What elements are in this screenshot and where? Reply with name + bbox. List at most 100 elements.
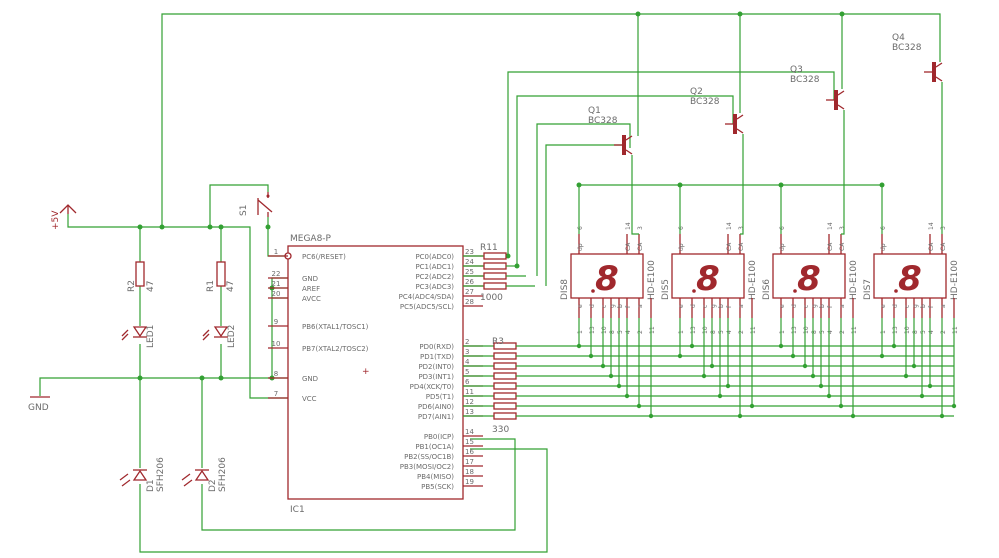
ic-pin-number-label: 19: [465, 478, 474, 486]
display-bottom-label: e: [779, 304, 786, 308]
display-bottom-label: c: [904, 305, 911, 308]
ic-pin-number-label: 6: [465, 378, 470, 386]
ic-pin-name: GND: [302, 375, 318, 383]
ic-pin-name: AREF: [302, 285, 320, 293]
transistor-name: Q1: [588, 106, 601, 116]
sensor-d2: D2 SFH206: [181, 457, 228, 492]
ic-pin-name: PC3(ADC3): [415, 283, 454, 291]
ic-pin-2: PD0(RXD)2: [419, 338, 483, 351]
transistor-name: Q2: [690, 87, 703, 97]
microcontroller-ic1: MEGA8-P IC1 + 1PC6(/RESET)22GND21AREF20A…: [268, 234, 483, 515]
ic-pin-name: PB7(XTAL2/TOSC2): [302, 345, 369, 353]
display-top-pin: 6: [880, 226, 887, 230]
display-bottom-pin: 1: [880, 330, 887, 334]
display-bottom-pin: 2: [738, 330, 745, 334]
ic-right-pins: PC0(ADC0)23PC1(ADC1)24PC2(ADC2)25PC3(ADC…: [399, 248, 483, 491]
resistor-array-r11: R11 1000: [463, 243, 535, 303]
svg-text:D2: D2: [208, 479, 218, 492]
display-top-pin: 3: [637, 226, 644, 230]
ic-pin-name: PB5(SCK): [421, 483, 454, 491]
ic-pin-number-label: 12: [465, 398, 474, 406]
r3-element: [463, 352, 517, 360]
ic-pin-number-label: 17: [465, 458, 474, 466]
r11-element: [463, 282, 535, 290]
svg-text:SFH206: SFH206: [156, 457, 166, 492]
ic-pin-number-label: 16: [465, 448, 474, 456]
display-bottom-label: b: [617, 304, 624, 308]
ic-pin-14: PB0(ICP)14: [424, 428, 483, 441]
display-bottom-label: g: [710, 304, 717, 308]
display-bottom-pin: 11: [851, 326, 858, 334]
display-bottom-pin: 2: [637, 330, 644, 334]
display-bottom-label: e: [880, 304, 887, 308]
svg-text:MEGA8-P: MEGA8-P: [290, 234, 332, 244]
ic-pin-name: PD4(XCK/T0): [410, 383, 455, 391]
ic-pin-number-label: 18: [465, 468, 474, 476]
svg-text:R3: R3: [492, 337, 504, 347]
ic-pin-name: PB0(ICP): [424, 433, 454, 441]
display-top-pin: 3: [839, 226, 846, 230]
ic-pin-number-label: 15: [465, 438, 474, 446]
display-bottom-pin: 8: [811, 330, 818, 334]
ic-pin-name: PB2(SS/OC1B): [404, 453, 454, 461]
display-bottom-label: c: [702, 305, 709, 308]
display-bottom-pin: 4: [726, 330, 733, 334]
display-bottom-pin: 1: [678, 330, 685, 334]
wires-static: [39, 13, 941, 553]
display-bottom-pin: 10: [803, 326, 810, 334]
display-bottom-label: c: [803, 305, 810, 308]
display-bottom-pin: 4: [928, 330, 935, 334]
display-bottom-pin: 4: [625, 330, 632, 334]
transistor-part: BC328: [892, 43, 922, 53]
display-top-pin: 6: [678, 226, 685, 230]
display-bottom-label: f: [726, 305, 733, 308]
display-top-label: CA: [928, 242, 935, 251]
ic-pin-18: PB4(MISO)18: [417, 468, 483, 481]
svg-text:IC1: IC1: [290, 505, 305, 515]
display-top-label: CA: [940, 242, 947, 251]
ic-pin-19: PB5(SCK) 19: [421, 478, 483, 491]
ic-left-pins: 1PC6(/RESET)22GND21AREF20AVCC9PB6(XTAL1/…: [268, 248, 369, 403]
display-bottom-label: e: [577, 304, 584, 308]
ic-pin-name: PD5(T1): [426, 393, 455, 401]
display-bottom-pin: 13: [589, 326, 596, 334]
display-bottom-pin: 11: [750, 326, 757, 334]
display-bottom-pin: 8: [710, 330, 717, 334]
display-top-label: CA: [738, 242, 745, 251]
gnd-symbol: GND: [28, 396, 50, 413]
display-top-pin: 6: [779, 226, 786, 230]
display-bottom-label: b: [920, 304, 927, 308]
display-bottom-label: a: [738, 304, 745, 308]
display-bottom-label: c: [601, 305, 608, 308]
ic-pin-number-label: 27: [465, 288, 474, 296]
display-name: DIS7: [863, 279, 873, 300]
transistor-part: BC328: [690, 97, 720, 107]
display-bottom-pin: 13: [892, 326, 899, 334]
display-bottom-label: a: [839, 304, 846, 308]
ic-pin-number-label: 3: [465, 348, 469, 356]
ic-pin-name: PD1(TXD): [420, 353, 454, 361]
ic-pin-name: PB3(MOSI/OC2): [400, 463, 454, 471]
led1: LED1: [121, 325, 156, 348]
display-glyph: 8: [696, 259, 720, 299]
display-bottom-label: e: [678, 304, 685, 308]
ic-pin-name: PC0(ADC0): [415, 253, 454, 261]
ic-pin-number-label: 25: [465, 268, 474, 276]
ic-pin-number: 21: [272, 280, 281, 288]
display-part: HD-E100: [849, 260, 859, 300]
ic-pin-number: 22: [272, 270, 281, 278]
ic-pin-name: PB1(OC1A): [415, 443, 454, 451]
display-top-label: dp: [577, 243, 584, 251]
svg-text:47: 47: [226, 281, 236, 292]
display-name: DIS6: [762, 279, 772, 300]
transistor-name: Q4: [892, 33, 905, 43]
